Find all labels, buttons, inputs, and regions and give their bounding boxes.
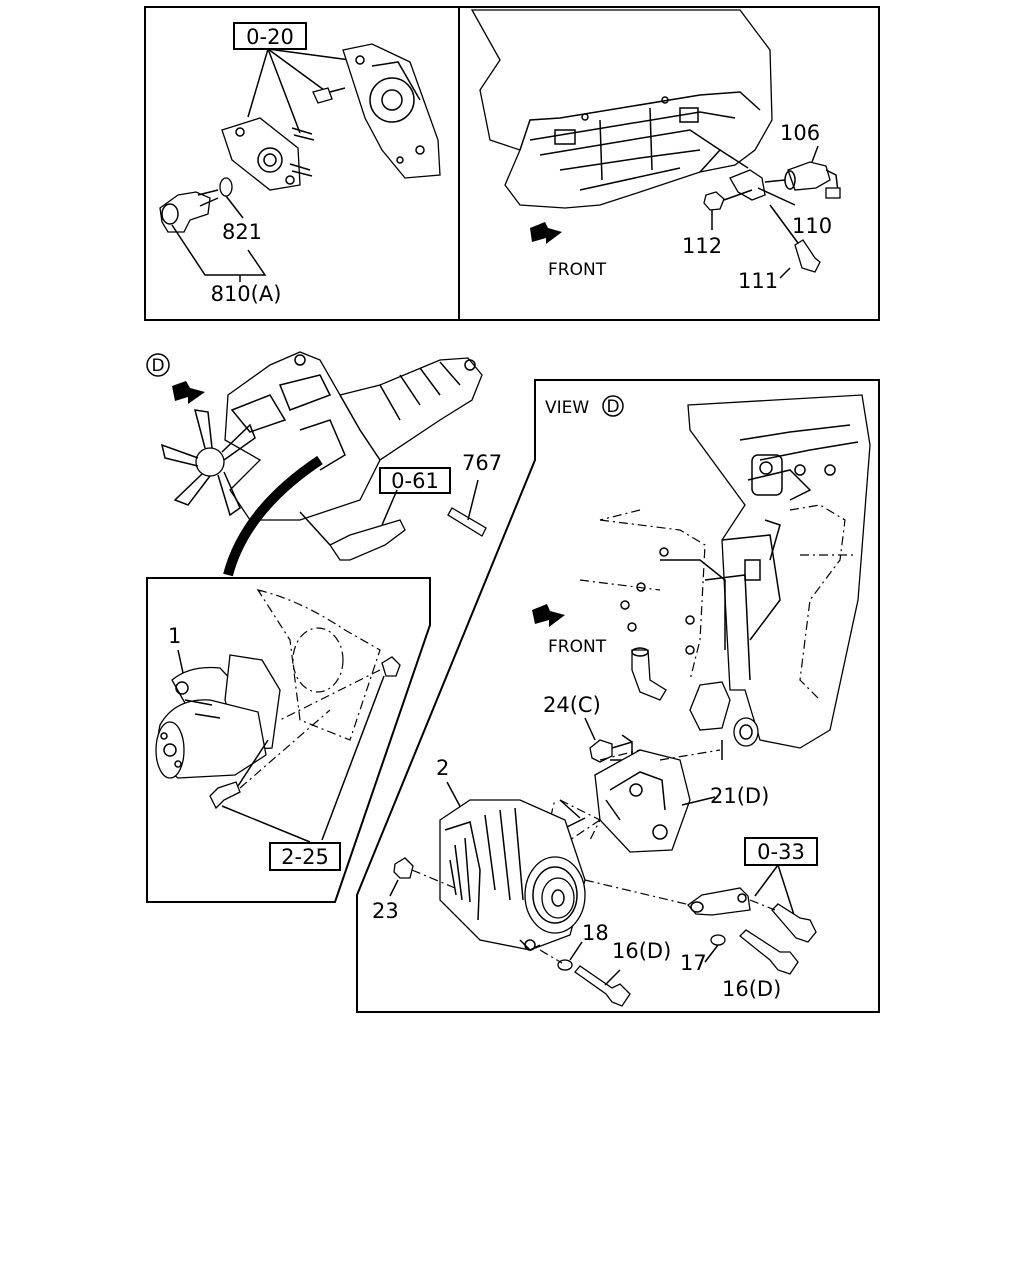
pressure-switch (787, 161, 831, 191)
label-110: 110 (792, 214, 832, 238)
label-21d: 21(D) (710, 784, 769, 808)
ref-box-0-61-text: 0-61 (391, 469, 439, 493)
panel-bottom: D 0-61 767 (146, 351, 880, 1013)
timing-cover-plate (342, 43, 441, 179)
ref-box-0-20-text: 0-20 (246, 25, 294, 49)
label-767: 767 (462, 451, 502, 475)
starter-motor (155, 654, 281, 779)
view-arrow-icon (172, 381, 205, 404)
ref-box-0-33 (744, 837, 818, 866)
label-23: 23 (372, 899, 399, 923)
alternator-bracket (594, 749, 691, 853)
alternator (439, 799, 586, 951)
label-821: 821 (222, 220, 262, 244)
bracket-bolt-c (589, 739, 613, 763)
ref-box-0-33-text: 0-33 (757, 840, 805, 864)
curved-arrow (223, 455, 323, 577)
front-arrow-lower-icon (532, 604, 565, 627)
label-front-top: FRONT (548, 260, 607, 280)
sensor-flange (221, 117, 301, 191)
view-d-label: VIEW (545, 398, 589, 418)
crank-sensor (159, 191, 211, 233)
mount-bracket (329, 519, 406, 561)
o-ring (219, 177, 233, 197)
alternator-bolt-front (574, 965, 631, 1007)
label-111: 111 (738, 269, 778, 293)
label-112: 112 (682, 234, 722, 258)
bracket-nut (703, 191, 725, 211)
label-1: 1 (168, 624, 181, 648)
starter-nut (381, 656, 401, 677)
view-d-panel (356, 379, 880, 1013)
panel-top-left: 0-20 821 810(A) (144, 6, 460, 321)
panel-top-right: 110 106 112 111 FRONT (458, 6, 880, 321)
bracket-bolt (794, 239, 821, 273)
alternator-bolt-rear (739, 929, 799, 975)
label-810a: 810(A) (211, 282, 282, 306)
label-16d-rear: 16(D) (722, 977, 781, 1001)
view-marker-circle (146, 353, 170, 377)
view-marker-letter: D (151, 356, 164, 376)
cooling-fan (160, 409, 256, 517)
cover-bolt (312, 87, 333, 104)
label-24c: 24(C) (543, 693, 601, 717)
plate-bolt (771, 903, 817, 943)
label-16d-front: 16(D) (612, 939, 671, 963)
engine-frame (470, 9, 773, 209)
label-18: 18 (582, 921, 609, 945)
label-2: 2 (436, 756, 449, 780)
switch-bracket (729, 169, 766, 201)
starter-bolt (209, 781, 241, 810)
ref-box-0-61 (379, 467, 451, 494)
engine-block (579, 394, 871, 760)
label-17: 17 (680, 951, 707, 975)
stud (447, 507, 487, 537)
ref-box-2-25-text: 2-25 (281, 845, 329, 869)
engine-overview (224, 351, 483, 521)
ref-box-2-25 (269, 842, 341, 871)
starter-panel (146, 577, 431, 903)
view-d-letter: D (606, 397, 619, 417)
alternator-nut (393, 857, 414, 879)
label-front-bottom: FRONT (548, 637, 607, 657)
front-arrow-icon (530, 222, 562, 244)
label-106: 106 (780, 121, 820, 145)
